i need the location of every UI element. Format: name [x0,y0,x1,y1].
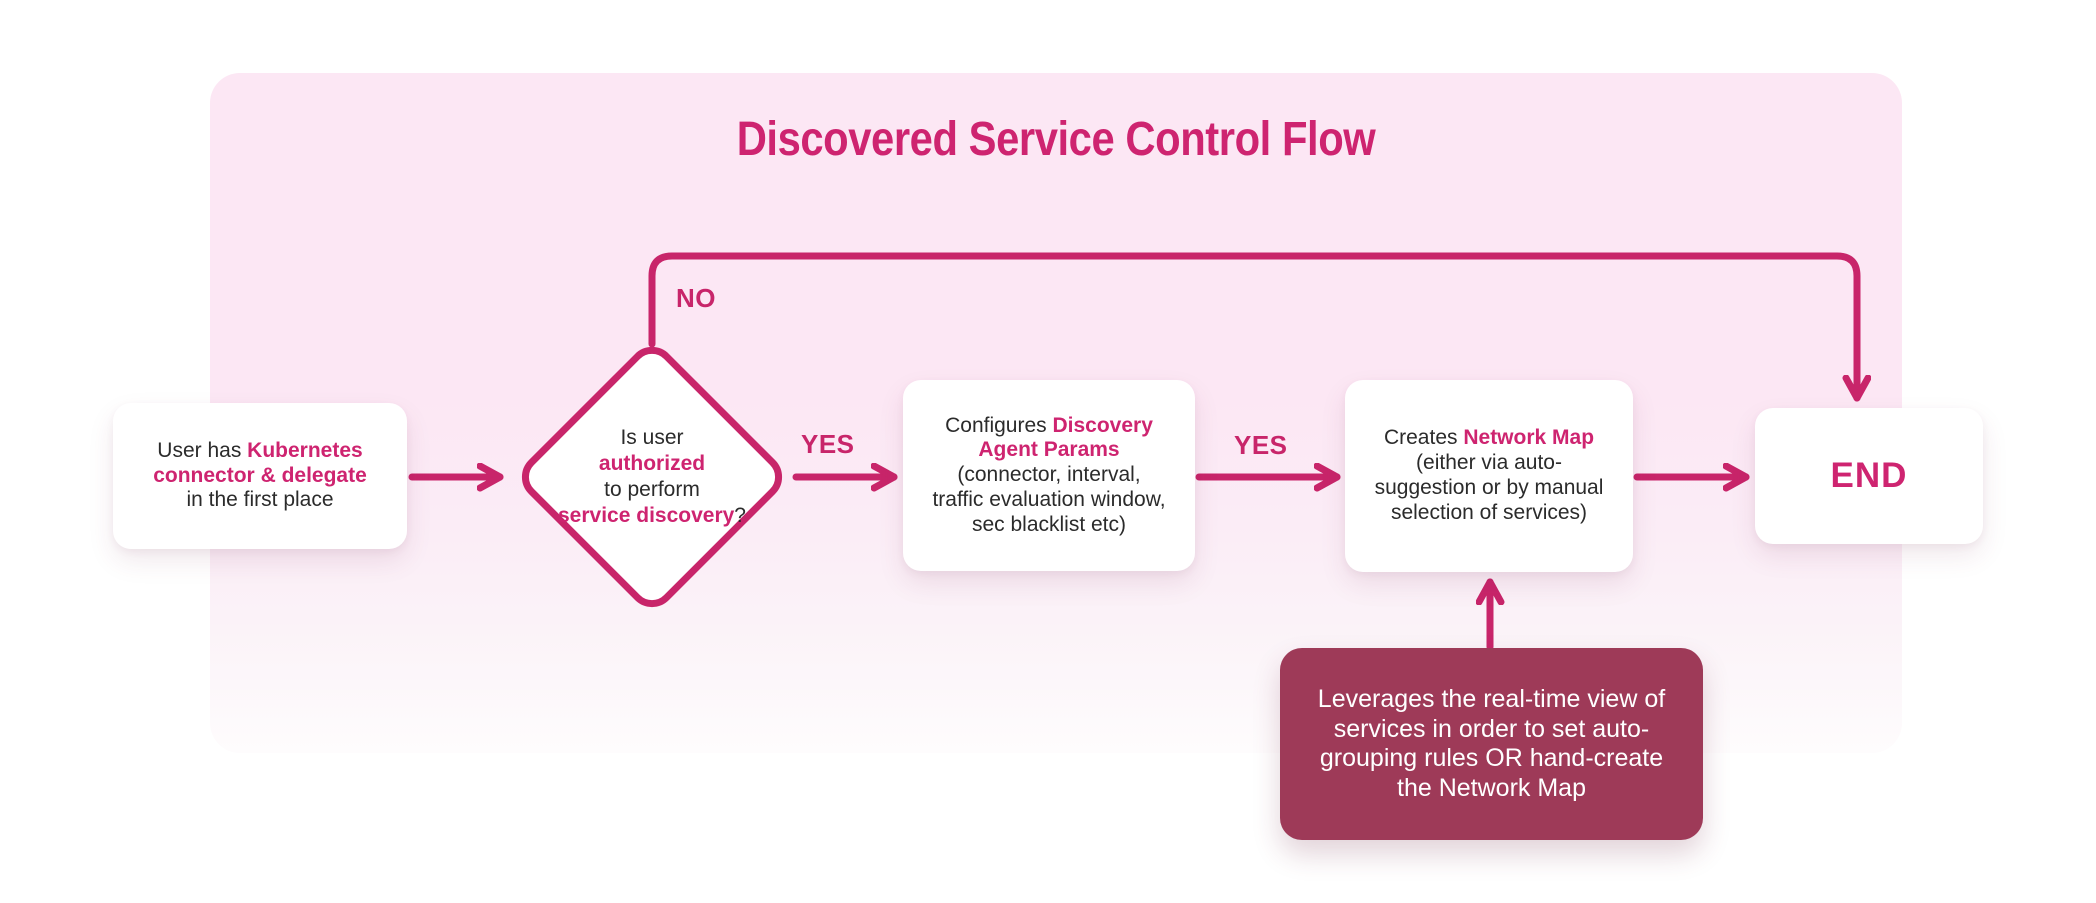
node-create-text: Creates Network Map (either via auto- su… [1374,426,1604,524]
node-end: END [1755,408,1983,544]
edge-label-no: NO [676,283,716,313]
node-create-network-map: Creates Network Map (either via auto- su… [1345,380,1633,572]
node-configure-text: Configures Discovery Agent Params (conne… [932,413,1166,536]
edge-label-yes-2: YES [1234,430,1288,460]
node-decision: Is user authorized to perform service di… [511,336,793,618]
edge-label-yes-1: YES [801,429,855,459]
page-title: Discovered Service Control Flow [736,113,1376,166]
note-line: Leverages the real-time view of [1317,685,1666,713]
end-label: END [1830,456,1908,496]
node-start-text: User has Kubernetes connector & delegate… [153,438,367,512]
node-start: User has Kubernetes connector & delegate… [113,403,407,549]
note-line: services in order to set auto- [1333,714,1650,743]
note-line: the Network Map [1397,773,1586,802]
note-line: grouping rules OR hand-create [1319,744,1664,772]
note-box: Leverages the real-time view of services… [1280,648,1703,840]
node-decision-text: Is user authorized to perform service di… [558,425,746,528]
node-configure: Configures Discovery Agent Params (conne… [903,380,1195,571]
